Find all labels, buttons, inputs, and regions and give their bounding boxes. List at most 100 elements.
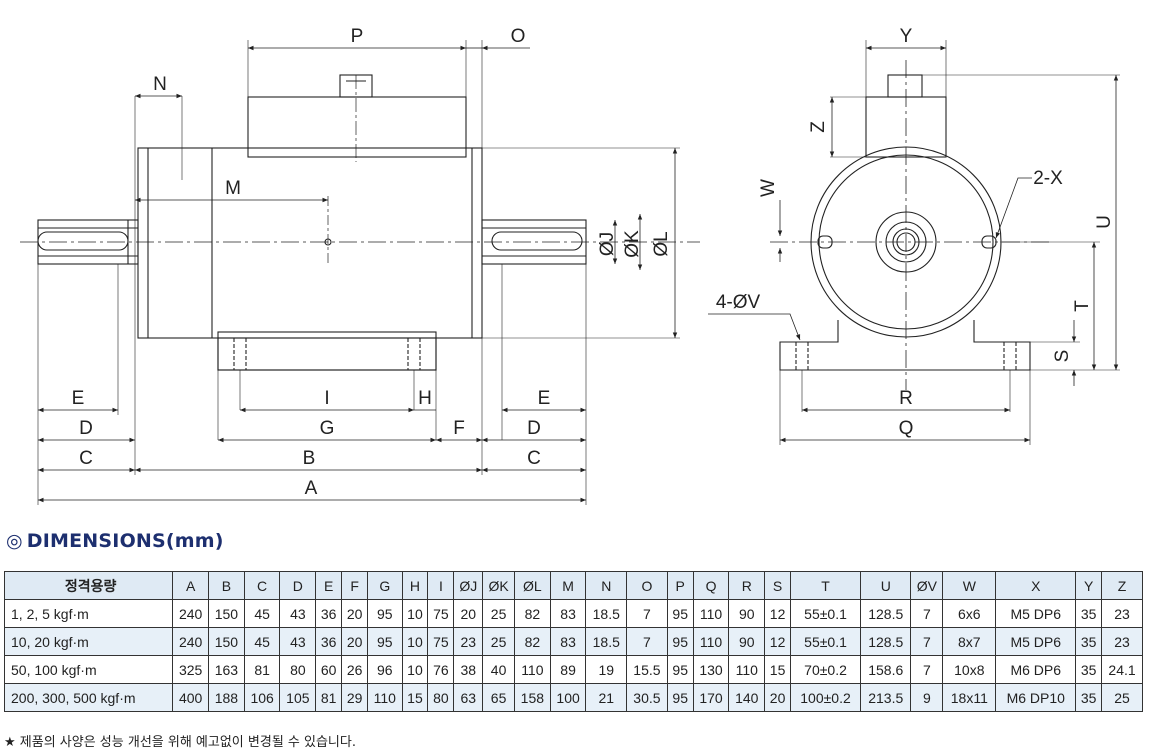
header-cell: 정격용량 [3, 571, 174, 600]
table-cell: 35 [1075, 599, 1103, 628]
table-cell: 150 [208, 627, 245, 656]
table-cell: 75 [427, 627, 455, 656]
table-cell: 65 [482, 683, 515, 712]
table-cell: 213.5 [860, 683, 912, 712]
table-cell: 15.5 [626, 655, 668, 684]
header-cell: ØV [910, 571, 944, 600]
table-cell: 130 [692, 655, 730, 684]
table-cell: 83 [549, 599, 587, 628]
table-cell: 35 [1075, 683, 1103, 712]
label-T: T [1072, 300, 1093, 312]
table-row: 200, 300, 500 kgf·m 400 188 106 105 81 2… [3, 683, 1143, 712]
label-G: G [320, 418, 335, 439]
header-cell: Q [692, 571, 730, 600]
table-cell: M5 DP6 [995, 627, 1077, 656]
table-cell: 90 [728, 599, 766, 628]
header-cell: C [243, 571, 281, 600]
table-cell: 43 [279, 599, 317, 628]
table-cell: 75 [427, 599, 455, 628]
label-B: B [303, 448, 316, 469]
table-cell: 38 [453, 655, 484, 684]
header-cell: W [942, 571, 997, 600]
label-X: 2-X [1033, 168, 1063, 189]
table-cell: 110 [692, 627, 730, 656]
header-cell: S [764, 571, 792, 600]
label-N: N [153, 74, 167, 95]
table-cell: 200, 300, 500 kgf·m [3, 683, 174, 712]
table-cell: 240 [172, 599, 210, 628]
header-cell: H [401, 571, 429, 600]
table-cell: 188 [208, 683, 245, 712]
table-cell: 70±0.2 [790, 655, 862, 684]
table-cell: M6 DP6 [995, 655, 1077, 684]
table-cell: 23 [1101, 627, 1143, 656]
table-row: 1, 2, 5 kgf·m 240 150 45 43 36 20 95 10 … [3, 599, 1143, 628]
header-cell: G [367, 571, 403, 600]
table-cell: 25 [1101, 683, 1143, 712]
table-cell: 128.5 [860, 599, 912, 628]
header-cell: F [341, 571, 369, 600]
header-cell: ØJ [453, 571, 484, 600]
label-C-left: C [79, 448, 93, 469]
table-cell: 8x7 [942, 627, 997, 656]
header-cell: ØL [513, 571, 551, 600]
table-cell: 128.5 [860, 627, 912, 656]
header-cell: U [860, 571, 912, 600]
label-I: I [324, 388, 329, 409]
table-cell: 18.5 [585, 599, 628, 628]
label-Y: Y [900, 26, 913, 47]
label-S: S [1052, 350, 1073, 363]
header-cell: A [172, 571, 210, 600]
table-cell: 6x6 [942, 599, 997, 628]
label-U: U [1094, 215, 1115, 229]
table-cell: 158 [513, 683, 551, 712]
header-cell: O [626, 571, 668, 600]
heading-text: DIMENSIONS(mm) [26, 530, 224, 552]
table-cell: 55±0.1 [790, 599, 862, 628]
table-cell: 7 [626, 627, 668, 656]
table-cell: 10 [401, 599, 429, 628]
section-heading: ◎DIMENSIONS(mm) [6, 530, 224, 552]
header-cell: R [728, 571, 766, 600]
label-W: W [758, 179, 779, 197]
table-cell: 170 [692, 683, 730, 712]
table-cell: 10, 20 kgf·m [3, 627, 174, 656]
table-cell: 45 [243, 627, 281, 656]
table-cell: 140 [728, 683, 766, 712]
table-cell: 40 [482, 655, 515, 684]
table-cell: 163 [208, 655, 245, 684]
table-cell: 89 [549, 655, 587, 684]
table-cell: 7 [910, 627, 944, 656]
label-D-left: D [79, 418, 93, 439]
table-cell: M5 DP6 [995, 599, 1077, 628]
label-H: H [418, 388, 432, 409]
table-cell: 10x8 [942, 655, 997, 684]
table-cell: M6 DP10 [995, 683, 1077, 712]
table-header-row: 정격용량 A B C D E F G H I ØJ ØK ØL M N O P … [3, 571, 1143, 600]
table-cell: 150 [208, 599, 245, 628]
table-cell: 20 [453, 599, 484, 628]
header-cell: N [585, 571, 628, 600]
label-E-right: E [538, 388, 551, 409]
label-M: M [225, 178, 241, 199]
label-O: O [511, 26, 526, 47]
table-cell: 25 [482, 599, 515, 628]
label-Q: Q [899, 418, 914, 439]
table-cell: 15 [764, 655, 792, 684]
table-cell: 95 [666, 627, 694, 656]
table-cell: 26 [341, 655, 369, 684]
table-cell: 95 [666, 683, 694, 712]
table-cell: 325 [172, 655, 210, 684]
table-cell: 24.1 [1101, 655, 1143, 684]
label-D-right: D [527, 418, 541, 439]
table-cell: 10 [401, 655, 429, 684]
table-cell: 240 [172, 627, 210, 656]
table-cell: 110 [367, 683, 403, 712]
table-cell: 105 [279, 683, 317, 712]
header-cell: M [549, 571, 587, 600]
table-cell: 10 [401, 627, 429, 656]
label-V: 4-ØV [716, 292, 761, 313]
table-cell: 95 [666, 599, 694, 628]
label-K: ØK [622, 230, 643, 258]
table-cell: 18.5 [585, 627, 628, 656]
